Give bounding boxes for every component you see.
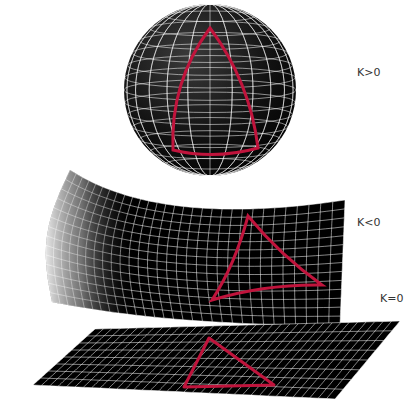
latitude-line	[125, 92, 295, 112]
latitude-line	[128, 56, 293, 76]
curvature-label: K=0	[380, 292, 403, 305]
plane-grid-line	[95, 321, 400, 329]
latitude-line	[128, 105, 293, 125]
meridian-line	[149, 4, 271, 176]
latitude-line	[125, 68, 295, 88]
saddle-surface	[46, 170, 345, 325]
latitude-line	[139, 131, 280, 148]
latitude-line	[166, 11, 255, 22]
plane-grid-line	[87, 331, 392, 336]
latitude-line	[132, 44, 287, 63]
curvature-label: K>0	[357, 66, 380, 79]
hyperbolic-triangle	[212, 216, 322, 300]
flat-plane	[33, 321, 400, 399]
latitude-line	[150, 144, 270, 158]
plane-grid-line	[64, 357, 368, 360]
meridian-line	[136, 4, 285, 176]
latitude-line	[132, 118, 287, 137]
latitude-line	[139, 32, 280, 49]
plane-grid-line	[80, 341, 384, 344]
meridian-line	[127, 4, 293, 176]
sphere-surface	[124, 4, 296, 176]
meridian-line	[136, 4, 285, 176]
plane-grid-line	[56, 364, 359, 370]
meridian-line	[149, 4, 271, 176]
curvature-label: K<0	[357, 216, 380, 229]
latitude-line	[166, 158, 255, 169]
flat-triangle	[184, 338, 274, 387]
latitude-line	[124, 80, 296, 101]
meridian-line	[127, 4, 293, 176]
spherical-triangle	[173, 28, 258, 155]
plane-grid-line	[49, 371, 352, 380]
